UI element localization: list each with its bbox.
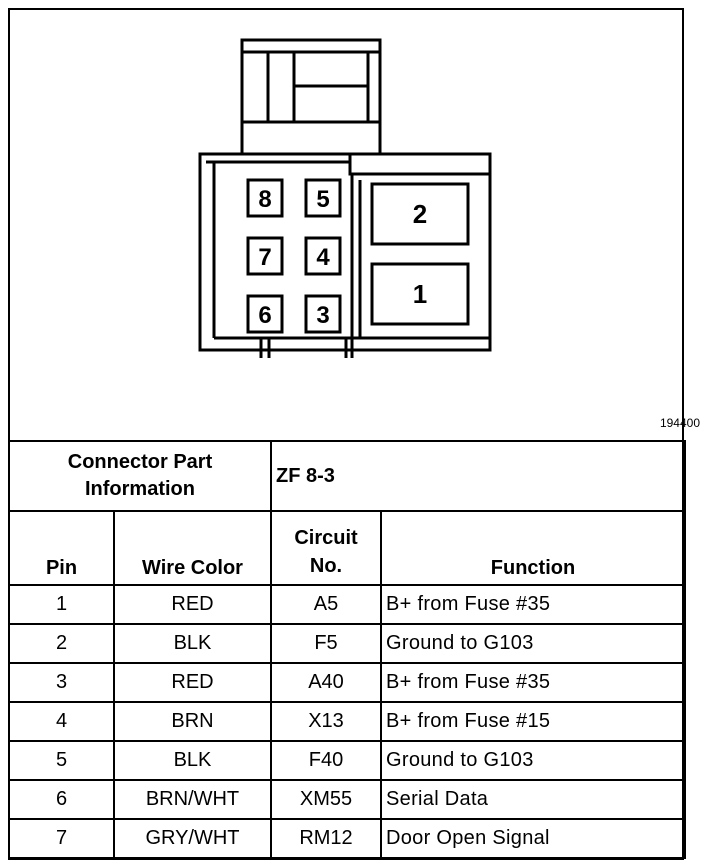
pin-cavity-box [370, 262, 470, 326]
pin-cavity-6: 6 [246, 294, 284, 334]
function-cell: B+ from Fuse #35 [380, 584, 686, 625]
large-pin-cavities: 21 [370, 182, 470, 326]
pin-number-label: 5 [316, 186, 329, 213]
table-header-row: Pin Wire Color Circuit No. Function [8, 510, 686, 586]
connector-latch [240, 38, 382, 156]
col-header-wire-color: Wire Color [113, 510, 272, 586]
pin-cell: 7 [8, 818, 115, 859]
wire-color-cell: BLK [113, 623, 272, 664]
pin-number-label: 3 [316, 302, 329, 329]
col-header-circuit-line1: Circuit [294, 527, 358, 549]
col-header-pin: Pin [8, 510, 115, 586]
function-cell: Door Open Signal [380, 818, 686, 859]
pin-cell: 6 [8, 779, 115, 820]
wire-color-cell: GRY/WHT [113, 818, 272, 859]
function-cell: B+ from Fuse #35 [380, 662, 686, 703]
wire-color-cell: BLK [113, 740, 272, 781]
wire-color-cell: BRN/WHT [113, 779, 272, 820]
col-header-function: Function [380, 510, 686, 586]
pin-cell: 2 [8, 623, 115, 664]
pin-cavity-box [370, 182, 470, 246]
pin-cavity-box [246, 178, 284, 218]
part-info-row: Connector Part Information ZF 8-3 [8, 440, 686, 512]
part-info-value: ZF 8-3 [270, 440, 686, 512]
pin-cavity-4: 4 [304, 236, 342, 276]
function-cell: B+ from Fuse #15 [380, 701, 686, 742]
pin-cavity-box [304, 294, 342, 334]
pin-cavity-box [304, 178, 342, 218]
outer-frame [8, 8, 684, 860]
circuit-cell: X13 [270, 701, 382, 742]
circuit-cell: A40 [270, 662, 382, 703]
circuit-cell: A5 [270, 584, 382, 625]
pin-cell: 5 [8, 740, 115, 781]
pin-cavity-8: 8 [246, 178, 284, 218]
circuit-cell: XM55 [270, 779, 382, 820]
part-info-label: Connector Part Information [8, 440, 272, 512]
pin-number-label: 4 [316, 244, 330, 271]
circuit-cell: RM12 [270, 818, 382, 859]
pin-number-label: 2 [413, 199, 427, 229]
function-cell: Ground to G103 [380, 623, 686, 664]
circuit-cell: F40 [270, 740, 382, 781]
function-cell: Ground to G103 [380, 740, 686, 781]
pin-cavity-2: 2 [370, 182, 470, 246]
part-info-label-line2: Information [85, 478, 195, 500]
pin-number-label: 1 [413, 279, 427, 309]
pin-cavity-7: 7 [246, 236, 284, 276]
pin-number-label: 8 [258, 186, 271, 213]
pin-cavity-3: 3 [304, 294, 342, 334]
col-header-circuit-line2: No. [309, 555, 343, 577]
connector-pin-table: Connector Part Information ZF 8-3 Pin Wi… [8, 440, 686, 859]
pin-number-label: 7 [258, 244, 271, 271]
pin-cavity-1: 1 [370, 262, 470, 326]
pin-cavity-box [246, 294, 284, 334]
connector-body [198, 152, 492, 358]
pin-number-label: 6 [258, 302, 271, 329]
pin-cavity-box [246, 236, 284, 276]
small-pin-cavities: 8 5 7 4 6 3 [246, 178, 342, 334]
wire-color-cell: BRN [113, 701, 272, 742]
circuit-cell: F5 [270, 623, 382, 664]
wire-color-cell: RED [113, 584, 272, 625]
pin-cavity-box [304, 236, 342, 276]
figure-id: 194400 [659, 416, 700, 430]
wire-color-cell: RED [113, 662, 272, 703]
function-cell: Serial Data [380, 779, 686, 820]
pin-cell: 3 [8, 662, 115, 703]
pin-cavity-5: 5 [304, 178, 342, 218]
col-header-circuit: Circuit No. [270, 510, 382, 586]
pin-cell: 1 [8, 584, 115, 625]
pin-cell: 4 [8, 701, 115, 742]
part-info-label-line1: Connector Part [67, 451, 213, 473]
